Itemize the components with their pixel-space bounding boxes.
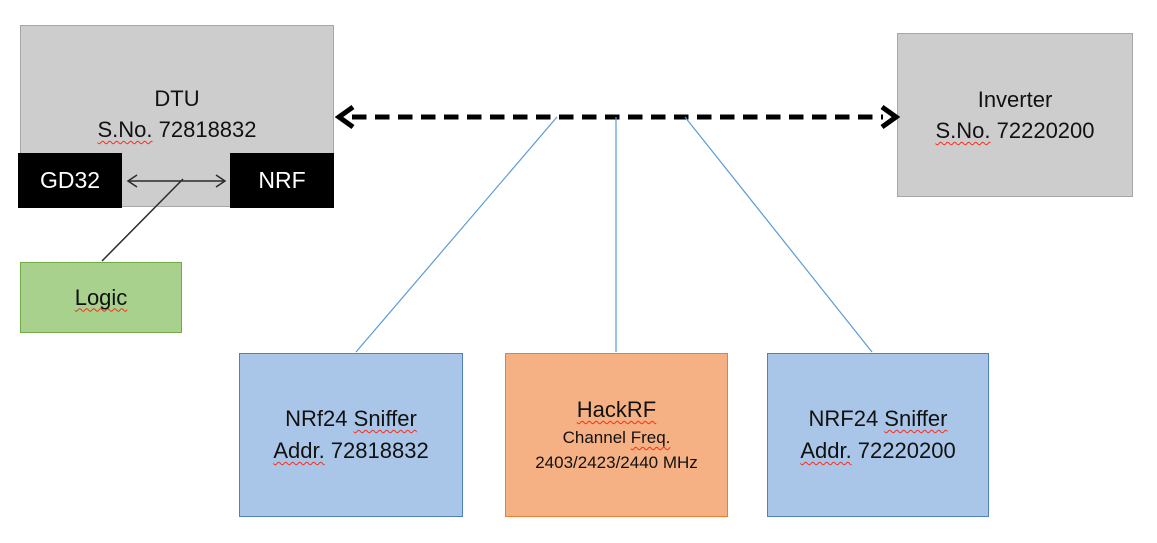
dtu-serial-label: S.No. <box>97 117 153 142</box>
hackrf-freq-values: 2403/2423/2440 MHz <box>535 453 698 472</box>
sniffer-right-title-prefix: NRF24 <box>808 406 885 431</box>
sniffer-left-title-word: Sniffer <box>353 406 417 431</box>
inverter-title: Inverter <box>977 87 1053 112</box>
inverter-serial-label: S.No. <box>935 118 991 143</box>
sniffer-left-title-prefix: NRf24 <box>285 406 354 431</box>
sniffer-left-addr-label: Addr. <box>273 438 325 463</box>
inverter-box: Inverter S.No. 72220200 <box>897 33 1133 197</box>
hackrf-freq-label: Channel Freq. <box>563 425 671 450</box>
gd32-label: GD32 <box>39 167 101 193</box>
dtu-serial-value: 72818832 <box>152 117 257 142</box>
link-sniffer-right-line <box>684 116 873 353</box>
sniffer-right-title: NRF24 Sniffer <box>809 403 948 435</box>
hackrf-title-text: HackRF <box>576 397 657 422</box>
sniffer-left-addr: Addr. 72818832 <box>273 435 428 467</box>
hackrf-title: HackRF <box>577 395 656 425</box>
nrf-chip-box: NRF <box>230 153 334 208</box>
sniffer-right-box: NRF24 Sniffer Addr. 72220200 <box>767 353 989 517</box>
sniffer-left-box: NRf24 Sniffer Addr. 72818832 <box>239 353 463 517</box>
sniffer-right-addr-label: Addr. <box>800 438 852 463</box>
inverter-serial: S.No. 72220200 <box>935 115 1094 146</box>
arrow-head-left-icon <box>334 104 355 130</box>
sniffer-right-addr: Addr. 72220200 <box>800 435 955 467</box>
logic-label: Logic <box>74 284 128 310</box>
link-sniffer-left-line <box>355 116 558 353</box>
sniffer-right-title-word: Sniffer <box>884 406 948 431</box>
dtu-serial: S.No. 72818832 <box>97 114 256 145</box>
hackrf-freq-word: Freq. <box>630 428 671 447</box>
nrf-label: NRF <box>258 167 306 193</box>
dtu-inverter-dashed-arrow <box>334 104 901 130</box>
dtu-title: DTU <box>154 86 200 111</box>
hackrf-box: HackRF Channel Freq. 2403/2423/2440 MHz <box>505 353 728 517</box>
inverter-serial-value: 72220200 <box>990 118 1095 143</box>
sniffer-left-title: NRf24 Sniffer <box>285 403 417 435</box>
sniffer-right-addr-value: 72220200 <box>851 438 956 463</box>
arrow-head-right-icon <box>880 104 901 130</box>
hackrf-freq-prefix: Channel <box>562 428 631 447</box>
logic-box: Logic <box>20 262 182 333</box>
sniffer-left-addr-value: 72818832 <box>324 438 429 463</box>
gd32-chip-box: GD32 <box>18 153 122 208</box>
